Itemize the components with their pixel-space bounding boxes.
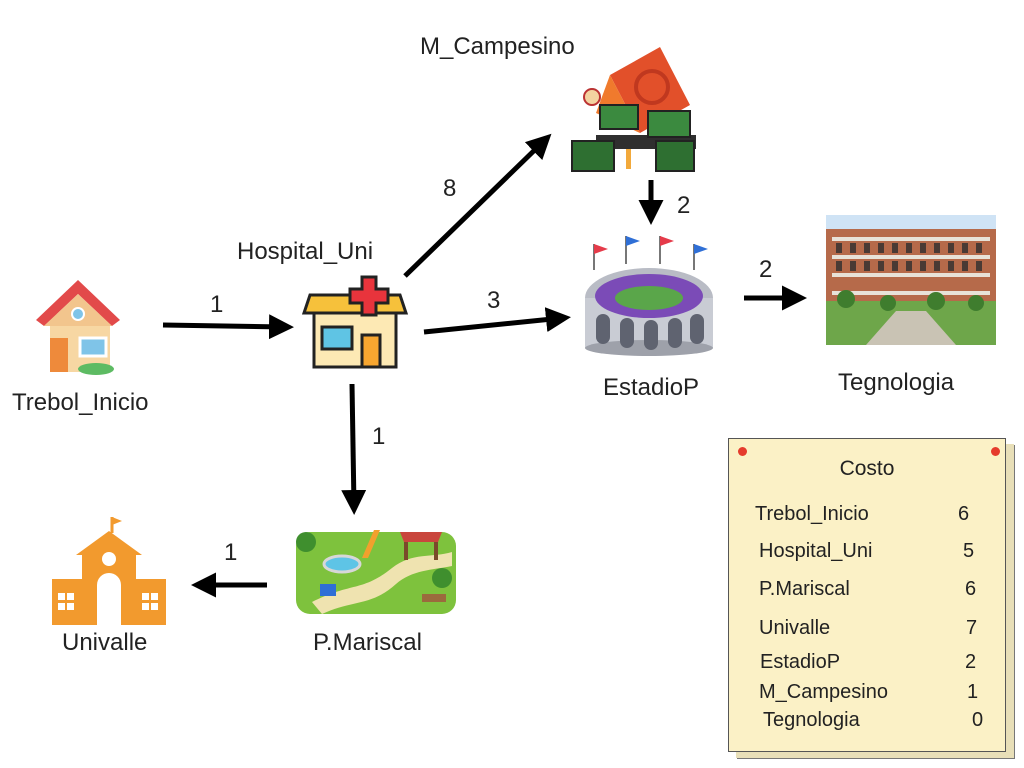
node-label-estadio: EstadioP [603,374,700,401]
cost-row-value: 7 [966,617,978,639]
cost-row-value: 0 [972,709,984,731]
university-photo [826,215,996,345]
weight-hospital-mariscal: 1 [372,423,386,450]
node-label-univalle: Univalle [62,629,148,656]
house-icon [36,280,120,375]
edge-hospital-estadio [423,307,571,335]
cost-row-name: EstadioP [760,651,841,673]
school-icon [52,517,166,625]
edge-hospital-campesino [403,133,552,278]
cost-table-title: Costo [839,457,895,480]
cost-row-name: Univalle [759,617,831,639]
stadium-icon [585,236,713,356]
market-stall-icon [571,47,696,172]
weight-trebol-hospital: 1 [210,291,224,318]
node-label-hospital: Hospital_Uni [237,238,374,265]
hospital-icon [301,275,409,369]
weight-hospital-campesino: 8 [443,175,457,202]
cost-row-value: 6 [965,578,977,600]
cost-row-value: 6 [958,503,970,525]
weight-mariscal-univalle: 1 [224,539,238,566]
node-label-campesino: M_Campesino [420,33,575,60]
weight-campesino-estadio: 2 [677,192,691,219]
cost-table-note: Costo Trebol_Inicio 6 Hospital_Uni 5 P.M… [728,438,1006,752]
node-label-tecnologia: Tegnologia [838,369,955,396]
weight-hospital-estadio: 3 [487,287,501,314]
weight-estadio-tecnologia: 2 [759,256,773,283]
node-label-trebol: Trebol_Inicio [12,389,149,416]
cost-row-name: M_Campesino [759,681,888,703]
cost-row-value: 5 [963,540,975,562]
node-label-mariscal: P.Mariscal [313,629,422,656]
cost-row-value: 1 [967,681,979,703]
edge-hospital-mariscal [341,383,367,515]
cost-row-value: 2 [965,651,977,673]
edge-trebol-hospital [162,314,294,340]
pin-icon [991,447,1000,456]
cost-row-name: Hospital_Uni [759,540,873,562]
park-icon [296,530,456,614]
cost-row-name: Trebol_Inicio [755,503,869,525]
cost-row-name: P.Mariscal [759,578,850,600]
cost-row-name: Tegnologia [763,709,860,731]
pin-icon [738,447,747,456]
